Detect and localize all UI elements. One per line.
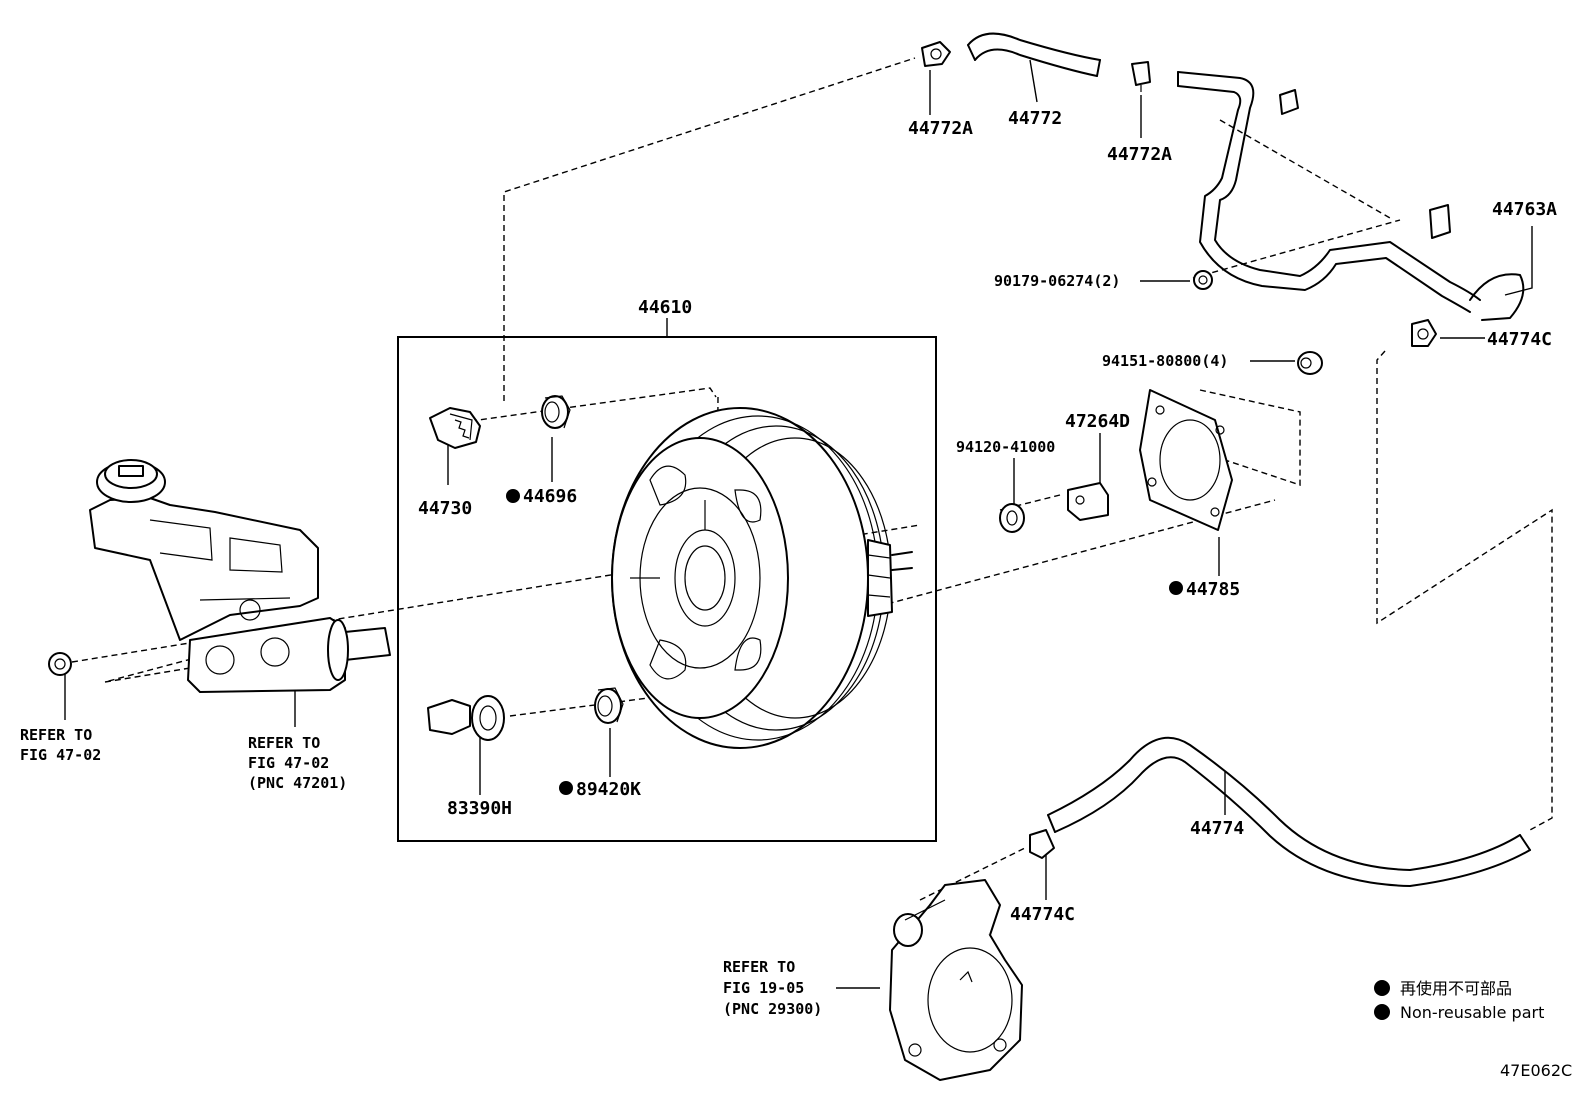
check-valve: [429, 407, 481, 449]
legend: 再使用不可部品 Non-reusable part: [1374, 979, 1544, 1022]
hose-44772: [967, 32, 1101, 77]
legend-dot-japanese: [1374, 980, 1390, 996]
label-94120: 94120-41000: [956, 438, 1055, 456]
label-47264D: 47264D: [1065, 411, 1130, 432]
refer-mid: REFER TO FIG 47-02 (PNC 47201): [248, 734, 347, 792]
label-44785: 44785: [1186, 579, 1240, 600]
connector-83390H: [427, 695, 505, 741]
nut-90179: [1193, 270, 1213, 290]
part-labels: 44772A 44772 44772A 44763A 90179-06274(2…: [418, 108, 1557, 925]
seal-left: [48, 652, 72, 676]
non-reusable-dot-44785: [1169, 581, 1183, 595]
label-83390H: 83390H: [447, 798, 512, 819]
label-44774C-bottom: 44774C: [1010, 904, 1075, 925]
label-89420K: 89420K: [576, 779, 641, 800]
refer-left: REFER TO FIG 47-02: [20, 726, 101, 764]
refer-left-line1: REFER TO: [20, 726, 92, 744]
pipe-44763A: [1177, 71, 1525, 321]
clamp-44772A-top: [921, 41, 951, 67]
leader-lines: [64, 59, 1533, 989]
refer-bottom-line2: FIG 19-05: [723, 979, 804, 997]
master-cylinder: [89, 459, 391, 693]
refer-left-line2: FIG 47-02: [20, 746, 101, 764]
non-reusable-dot-44696: [506, 489, 520, 503]
label-44730: 44730: [418, 498, 472, 519]
label-44774C-right: 44774C: [1487, 329, 1552, 350]
label-44696: 44696: [523, 486, 577, 507]
brake-booster: [611, 407, 913, 749]
refer-bottom: REFER TO FIG 19-05 (PNC 29300): [723, 958, 822, 1018]
label-44772A-mid: 44772A: [1107, 144, 1172, 165]
grommet-44696: [541, 395, 571, 429]
nut-94151: [1297, 351, 1323, 375]
legend-japanese: 再使用不可部品: [1400, 979, 1512, 998]
label-94151: 94151-80800(4): [1102, 352, 1228, 370]
label-44763A: 44763A: [1492, 199, 1557, 220]
refer-bottom-line3: (PNC 29300): [723, 1000, 822, 1018]
label-44610: 44610: [638, 297, 692, 318]
diagram-code: 47E062C: [1500, 1061, 1572, 1080]
bracket-47264D: [1067, 482, 1109, 521]
legend-dot-english: [1374, 1004, 1390, 1020]
refer-bottom-line1: REFER TO: [723, 958, 795, 976]
grommet-89420K: [594, 687, 624, 724]
label-44772A-top: 44772A: [908, 118, 973, 139]
refer-mid-line1: REFER TO: [248, 734, 320, 752]
refer-mid-line3: (PNC 47201): [248, 774, 347, 792]
legend-english: Non-reusable part: [1400, 1003, 1544, 1022]
clamp-44772A-mid: [1131, 61, 1151, 92]
clamp-44774C-bottom: [1029, 829, 1055, 859]
label-90179: 90179-06274(2): [994, 272, 1120, 290]
hose-44774: [1047, 736, 1531, 887]
refer-mid-line2: FIG 47-02: [248, 754, 329, 772]
gasket-44785: [1139, 389, 1233, 531]
clevis-94120: [999, 503, 1025, 533]
non-reusable-dot-89420K: [559, 781, 573, 795]
clamp-44774C-right: [1411, 319, 1437, 347]
vacuum-pump: [889, 879, 1023, 1081]
label-44774: 44774: [1190, 818, 1244, 839]
label-44772: 44772: [1008, 108, 1062, 129]
